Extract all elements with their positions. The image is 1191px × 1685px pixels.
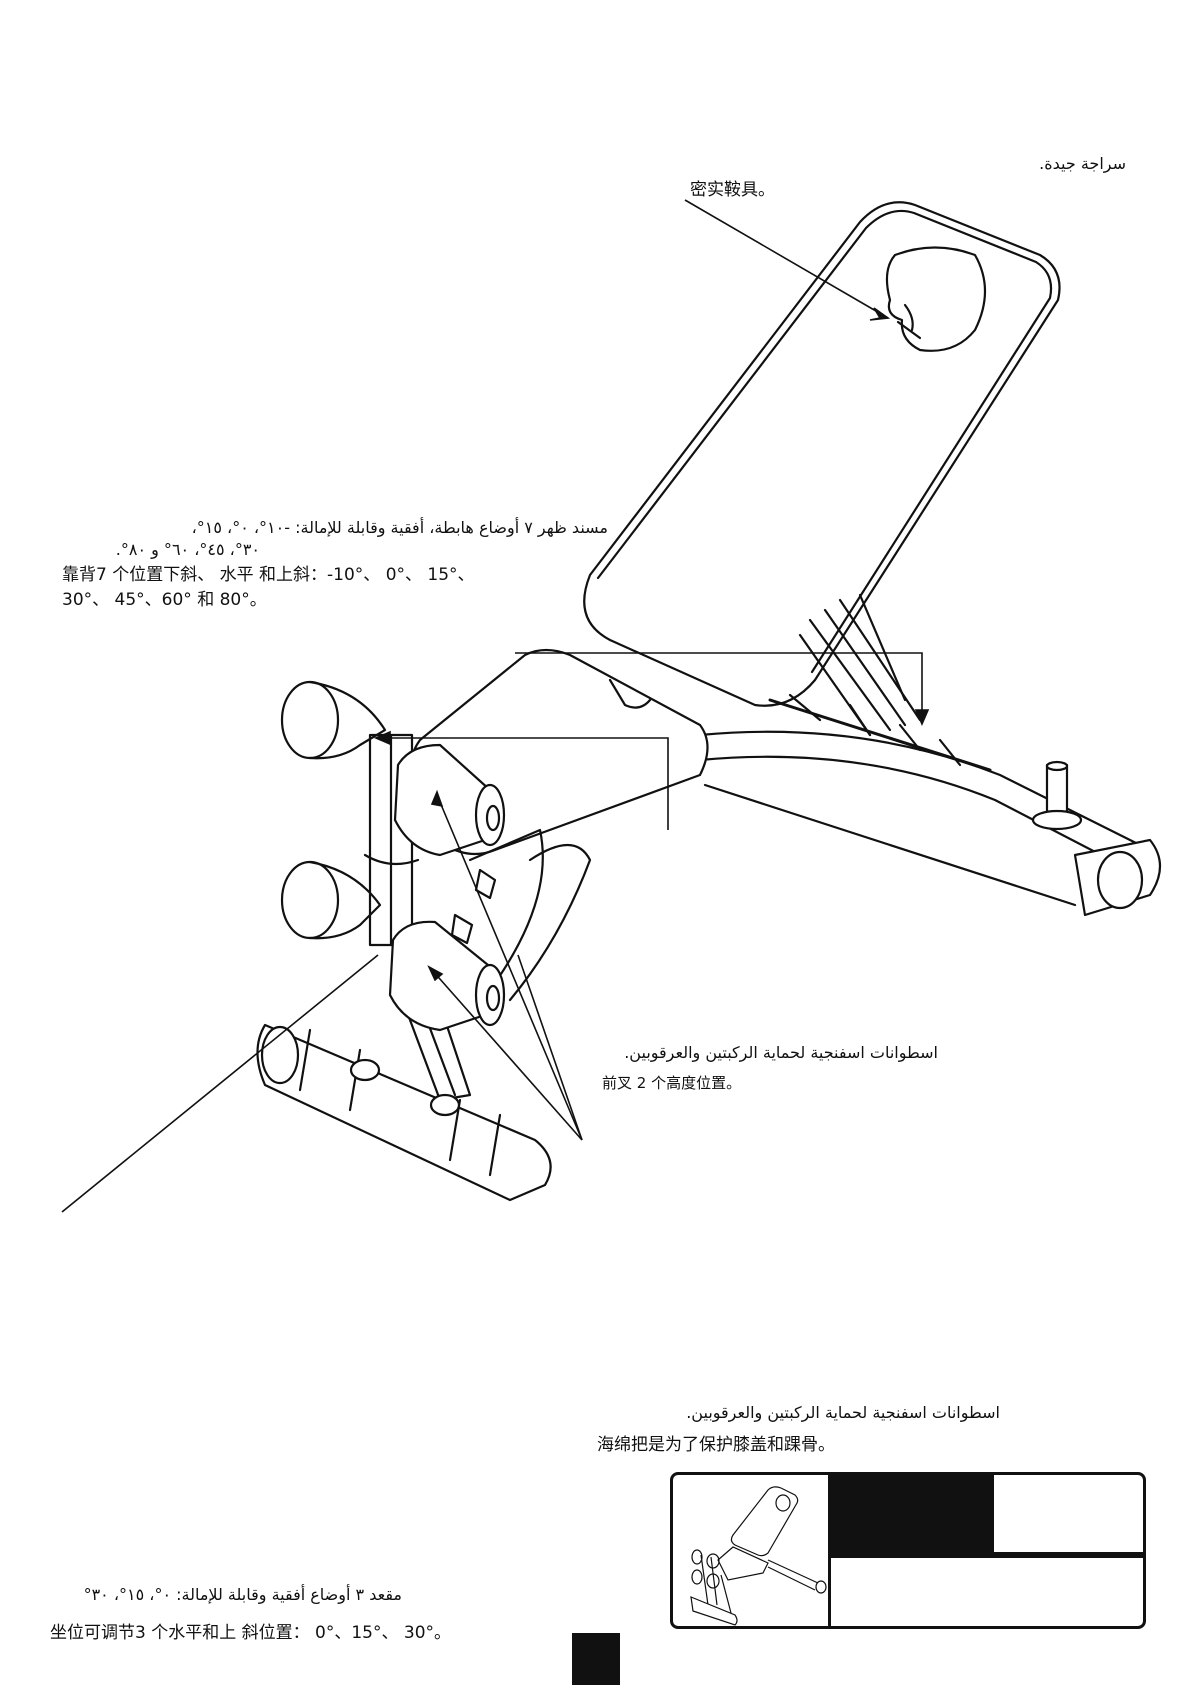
seat-label-chinese: 坐位可调节3 个水平和上 斜位置： 0°、15°、 30°。 xyxy=(50,1623,452,1643)
backrest-label-chinese-line1: 靠背7 个位置下斜、 水平 和上斜：-10°、 0°、 15°、 xyxy=(62,565,475,585)
thumbnail-bottom-panel xyxy=(831,1555,1143,1626)
seat-label-arabic: مقعد ٣ أوضاع أفقية وقابلة للإمالة: ٠°، ١… xyxy=(83,1585,402,1604)
thumbnail-blank-panel xyxy=(991,1475,1143,1555)
saddle-label-arabic: سراجة جيدة. xyxy=(1039,154,1126,173)
foam-rollers-label-arabic: اسطوانات اسفنجية لحماية الركبتين والعرقو… xyxy=(686,1403,1000,1422)
front-leg-label-arabic: اسطوانات اسفنجية لحماية الركبتين والعرقو… xyxy=(624,1043,938,1062)
thumbnail-black-panel xyxy=(831,1475,991,1555)
product-thumbnail-box xyxy=(670,1472,1146,1629)
foam-rollers-label-chinese: 海绵把是为了保护膝盖和踝骨。 xyxy=(597,1435,835,1455)
saddle-label-chinese: 密实鞍具。 xyxy=(690,180,775,200)
backrest-label-chinese-line2: 30°、 45°、60° 和 80°。 xyxy=(62,590,267,610)
bench-thumbnail-image xyxy=(673,1475,831,1626)
backrest-label-arabic-line1: مسند ظهر ٧ أوضاع هابطة، أفقية وقابلة للإ… xyxy=(191,518,608,537)
backrest-label-arabic-line2: ٣٠°، ٤٥°، ٦٠° و ٨٠°. xyxy=(115,540,260,559)
front-leg-label-chinese: 前叉 2 个高度位置。 xyxy=(602,1074,742,1092)
page-number-tab xyxy=(572,1633,620,1685)
